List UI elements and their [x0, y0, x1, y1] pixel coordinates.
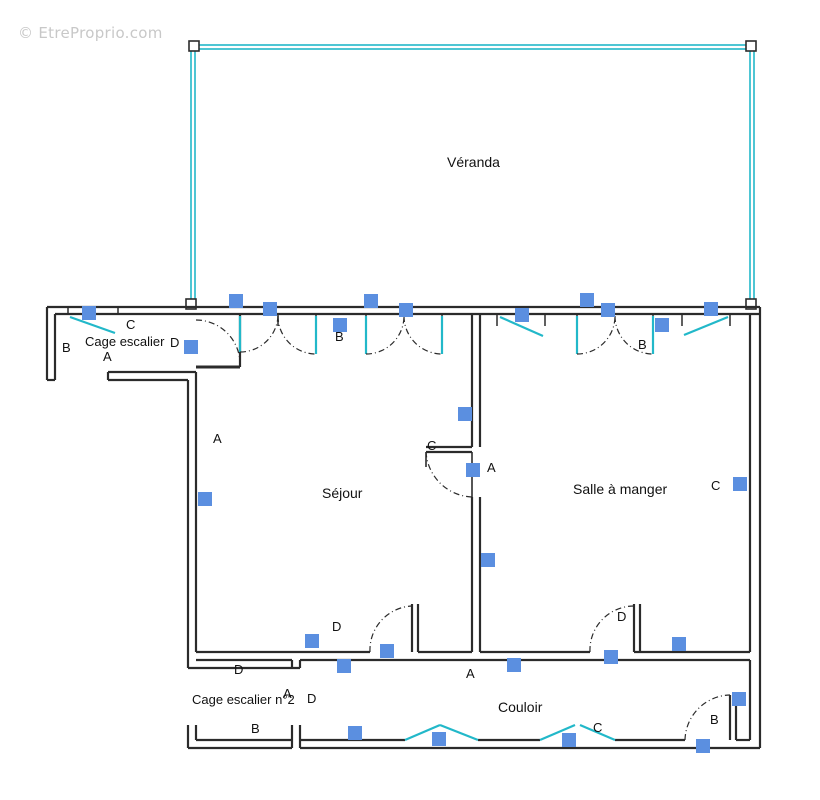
wall-label: C [427, 438, 437, 453]
marker [466, 463, 480, 477]
door-swings [195, 315, 731, 741]
marker [348, 726, 362, 740]
wall-label: A [213, 431, 222, 446]
marker [399, 303, 413, 317]
marker [82, 306, 96, 320]
marker [580, 293, 594, 307]
veranda-post [188, 40, 200, 52]
wall-label: D [170, 335, 180, 350]
measurement-markers [82, 293, 747, 753]
door-leaves [69, 315, 729, 742]
room-label-veranda: Véranda [447, 154, 500, 170]
wall-label: C [126, 317, 136, 332]
marker [696, 739, 710, 753]
room-label-cage-escalier: Cage escalier [85, 334, 165, 349]
veranda-post [185, 298, 197, 310]
veranda-post [745, 40, 757, 52]
marker [229, 294, 243, 308]
watermark: © EtreProprio.com [18, 24, 163, 42]
marker [364, 294, 378, 308]
room-label-couloir: Couloir [498, 699, 543, 715]
wall-label: D [617, 609, 627, 624]
marker [198, 492, 212, 506]
wall-label: A [283, 686, 292, 701]
veranda-post [745, 298, 757, 310]
wall-label: B [62, 340, 71, 355]
veranda-glazing [185, 40, 757, 310]
veranda-right-glazing [749, 49, 755, 307]
wall-label: B [335, 329, 344, 344]
wall-label: C [593, 720, 603, 735]
wall-label: A [103, 349, 112, 364]
wall-label: D [332, 619, 342, 634]
wall-label: A [487, 460, 496, 475]
marker [333, 318, 347, 332]
marker [184, 340, 198, 354]
marker [733, 477, 747, 491]
wall-label: A [466, 666, 475, 681]
marker [655, 318, 669, 332]
marker [604, 650, 618, 664]
marker [380, 644, 394, 658]
room-label-sejour: Séjour [322, 485, 363, 501]
wall-label: C [711, 478, 721, 493]
marker [432, 732, 446, 746]
door-leaf-lines [425, 452, 473, 497]
marker [507, 658, 521, 672]
room-label-cage-escalier-2: Cage escalier n°2 [192, 692, 295, 707]
walls [45, 305, 762, 750]
room-label-salle-a-manger: Salle à manger [573, 481, 668, 497]
marker [562, 733, 576, 747]
marker [458, 407, 472, 421]
marker [732, 692, 746, 706]
marker [337, 659, 351, 673]
marker [672, 637, 686, 651]
marker [305, 634, 319, 648]
veranda-top-glazing [195, 44, 751, 50]
veranda-left-glazing [190, 49, 196, 307]
wall-label: D [234, 662, 244, 677]
wall-label: B [251, 721, 260, 736]
wall-label: B [638, 337, 647, 352]
marker [263, 302, 277, 316]
marker [704, 302, 718, 316]
marker [515, 308, 529, 322]
wall-label: B [710, 712, 719, 727]
wall-label: D [307, 691, 317, 706]
marker [601, 303, 615, 317]
marker [481, 553, 495, 567]
